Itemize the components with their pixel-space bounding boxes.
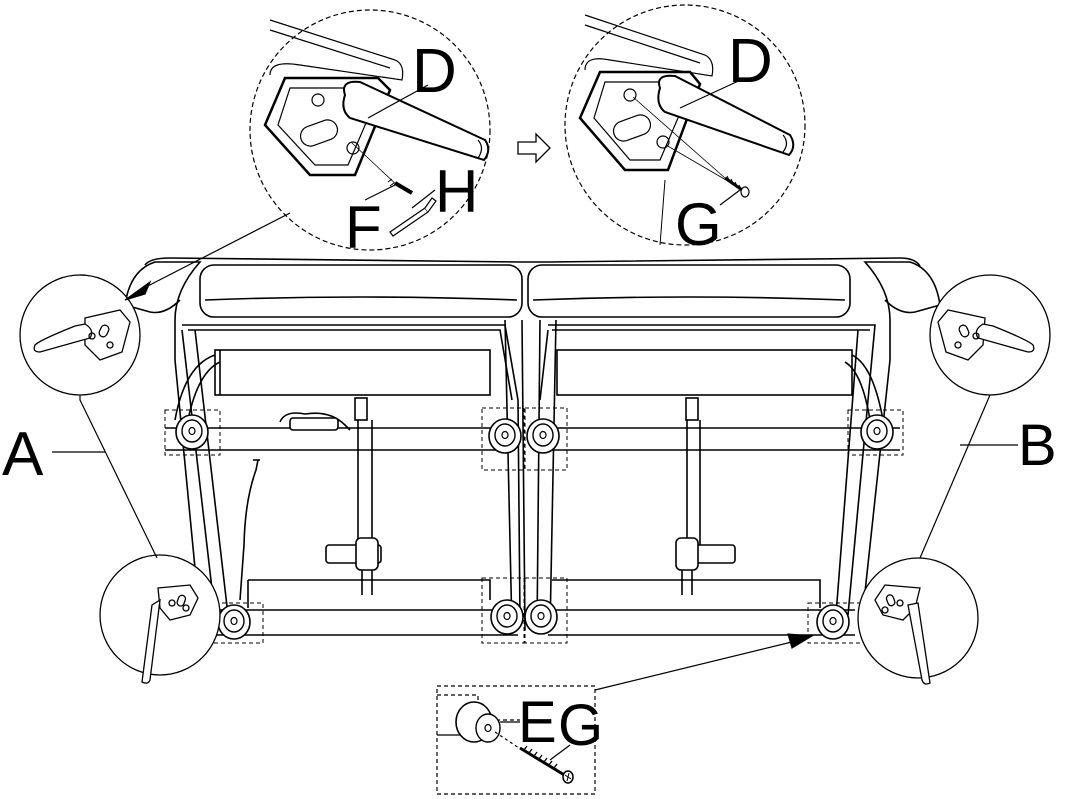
foot-bottom-right <box>816 604 850 640</box>
label-b: B <box>1018 413 1057 478</box>
leg-detail-top-left <box>19 274 141 396</box>
label-g-bottom: G <box>558 693 603 758</box>
label-a: A <box>2 420 44 489</box>
leader-left-detail <box>124 212 291 301</box>
detail-circle-right <box>564 4 806 246</box>
leader-lines-corners <box>79 274 991 559</box>
leader-bottom-detail <box>594 633 814 691</box>
sequence-arrow <box>517 132 551 164</box>
leg-detail-bottom-right <box>857 557 979 685</box>
label-h: H <box>435 158 478 225</box>
foot-top-left <box>175 414 209 450</box>
foot-top-right <box>860 414 894 450</box>
leg-detail-bottom-left <box>99 554 221 684</box>
label-d-right: D <box>728 27 773 96</box>
label-leaders <box>52 444 1018 453</box>
foot-top-center-left <box>488 418 522 454</box>
foot-highlight-boxes <box>164 407 904 644</box>
label-e: E <box>518 690 557 755</box>
label-f: F <box>345 194 382 261</box>
leg-detail-top-right <box>929 274 1051 396</box>
foot-bottom-center-left <box>490 599 524 635</box>
foot-bottom-center-right <box>524 599 558 635</box>
detail-circle-left <box>249 9 491 251</box>
foot-top-center-right <box>526 418 560 454</box>
sofa-frame <box>124 257 941 636</box>
label-g-top: G <box>675 191 722 258</box>
detail-box-bottom <box>436 685 596 795</box>
label-d-left: D <box>412 37 457 106</box>
foot-bottom-left <box>217 604 251 640</box>
